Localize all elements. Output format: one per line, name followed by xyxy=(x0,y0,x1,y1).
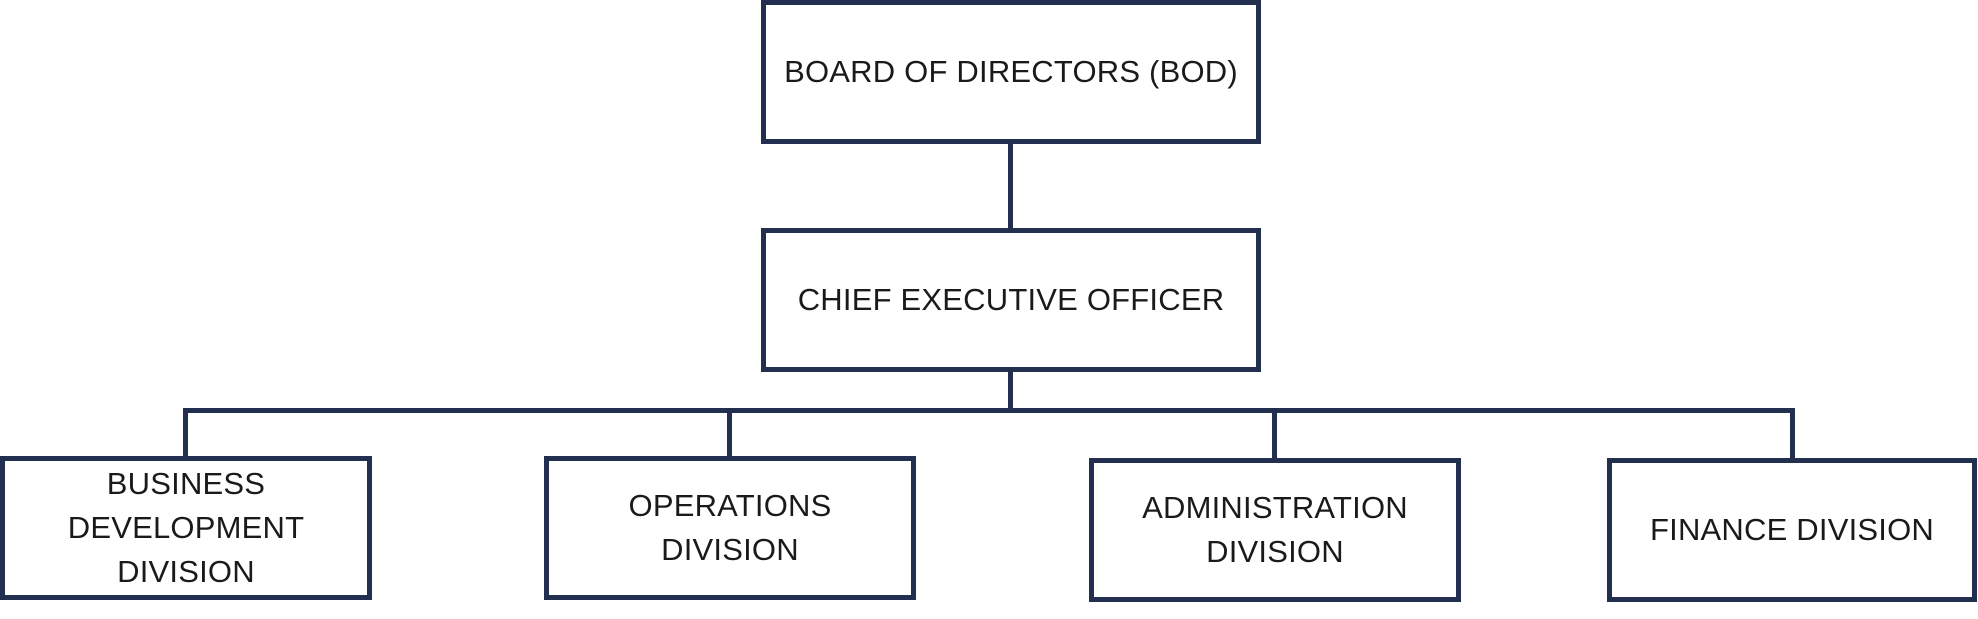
connector-bus-division-2 xyxy=(727,408,732,460)
connector-bus-division-1 xyxy=(183,408,188,460)
connector-bus-division-3 xyxy=(1272,408,1277,460)
connector-board-ceo xyxy=(1008,140,1013,230)
ceo-label: CHIEF EXECUTIVE OFFICER xyxy=(797,282,1225,317)
finance-division-label: FINANCE DIVISION xyxy=(1650,512,1934,547)
administration-division-box: ADMINISTRATION DIVISION xyxy=(1089,458,1461,602)
administration-division-label: ADMINISTRATION DIVISION xyxy=(1142,490,1408,569)
finance-division-box: FINANCE DIVISION xyxy=(1607,458,1977,602)
business-development-division-box: BUSINESS DEVELOPMENT DIVISION xyxy=(0,456,372,600)
board-of-directors-box: BOARD OF DIRECTORS (BOD) xyxy=(761,0,1261,144)
ceo-box: CHIEF EXECUTIVE OFFICER xyxy=(761,228,1261,372)
connector-ceo-bus xyxy=(1008,369,1013,411)
connector-bus-division-4 xyxy=(1790,408,1795,460)
operations-division-box: OPERATIONS DIVISION xyxy=(544,456,916,600)
operations-division-label: OPERATIONS DIVISION xyxy=(628,488,832,567)
board-of-directors-label: BOARD OF DIRECTORS (BOD) xyxy=(784,54,1238,89)
business-development-division-label: BUSINESS DEVELOPMENT DIVISION xyxy=(67,466,305,589)
connector-horizontal-bus xyxy=(183,408,1795,413)
